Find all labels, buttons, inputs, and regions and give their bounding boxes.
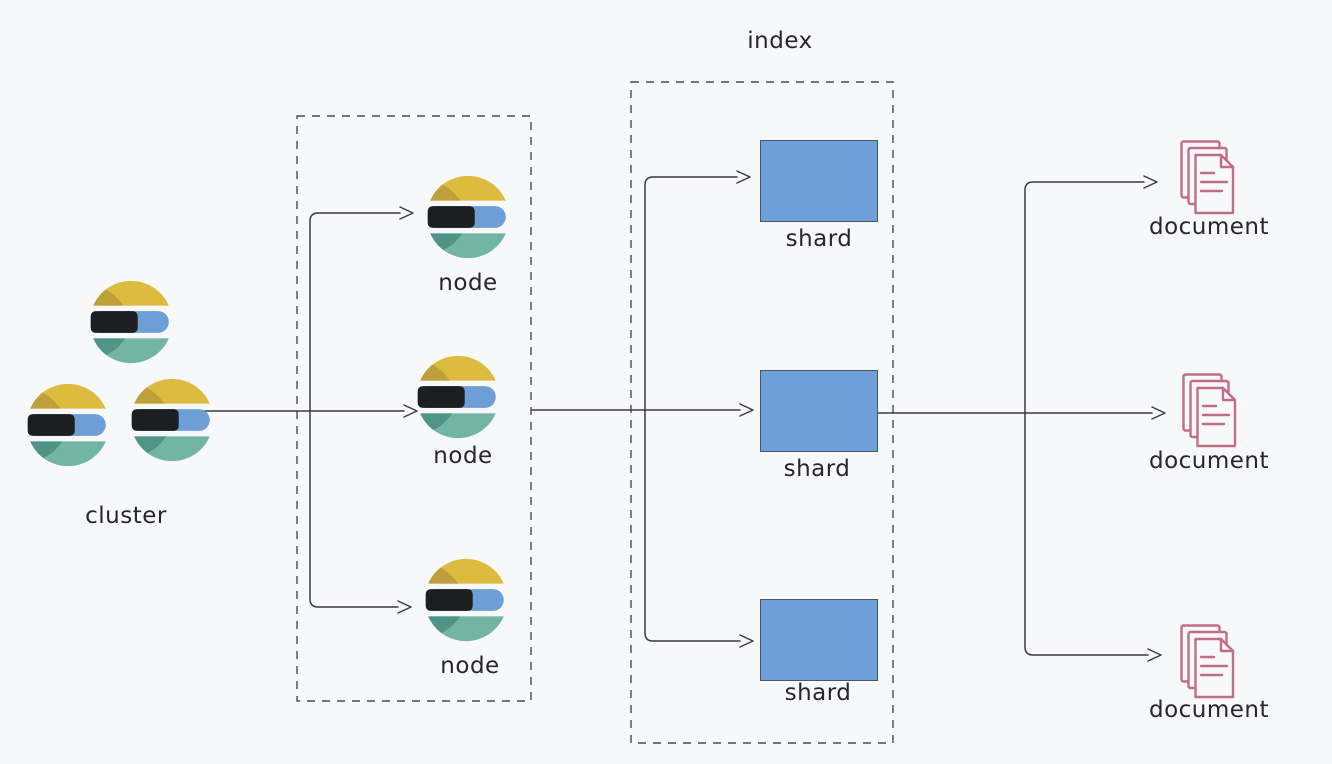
node-label: node [433,443,493,469]
arrowhead-node-to-shard-middle [739,403,754,417]
arrowhead-cluster-to-node-top [399,206,414,220]
document-icon [1180,624,1238,700]
cluster-label: cluster [85,503,167,529]
arrow-cluster-to-node-top [309,212,401,412]
node-elasticsearch-logo-icon [424,558,508,642]
arrowhead-cluster-to-node-middle [403,404,418,418]
document-label: document [1148,214,1270,240]
document-icon [1180,140,1238,216]
shard-rect [760,140,878,222]
elasticsearch-logo-icon [26,383,110,467]
shard-label: shard [784,680,852,706]
shard-label: shard [783,456,851,482]
elasticsearch-logo-icon [130,378,214,462]
document-label: document [1148,448,1270,474]
node-elasticsearch-logo-icon [426,175,510,259]
arrow-cluster-to-node-bottom [309,410,399,608]
arrowhead-shard-to-document-top [1143,175,1158,189]
arrow-node-to-shard-bottom [644,409,741,642]
shard-rect [760,599,878,681]
elasticsearch-logo-icon [89,280,173,364]
node-group-border [296,115,532,702]
arrowhead-cluster-to-node-bottom [397,600,412,614]
node-label: node [440,653,500,679]
arrowhead-shard-to-document-middle [1151,406,1166,420]
node-label: node [438,270,498,296]
shard-rect [760,370,878,452]
index-label: index [747,28,813,54]
arrow-shard-to-document-top [1024,181,1145,414]
arrow-node-to-shard-top [644,176,738,411]
arrow-shard-to-document-bottom [1024,412,1149,656]
arrowhead-shard-to-document-bottom [1147,648,1162,662]
arrowhead-node-to-shard-top [736,170,751,184]
node-elasticsearch-logo-icon [416,355,500,439]
document-icon [1182,373,1240,449]
arrowhead-node-to-shard-bottom [739,634,754,648]
shard-label: shard [785,226,853,252]
document-label: document [1148,697,1270,723]
